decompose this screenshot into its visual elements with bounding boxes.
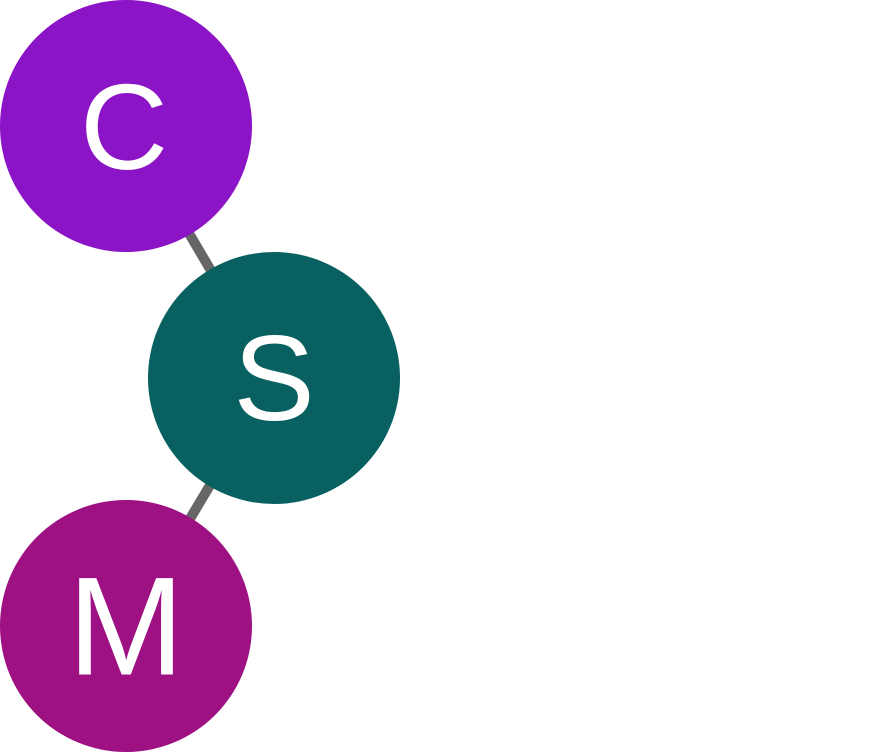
node-c-circle: [0, 0, 252, 252]
nodes-layer: C S M: [0, 0, 400, 752]
node-s-label: S: [233, 310, 314, 446]
node-m-circle: [0, 500, 252, 752]
node-s[interactable]: S: [148, 252, 400, 504]
node-c-label: C: [80, 59, 168, 195]
node-m-label: M: [68, 548, 185, 705]
node-m[interactable]: M: [0, 500, 252, 752]
node-c[interactable]: C: [0, 0, 252, 252]
node-s-circle: [148, 252, 400, 504]
